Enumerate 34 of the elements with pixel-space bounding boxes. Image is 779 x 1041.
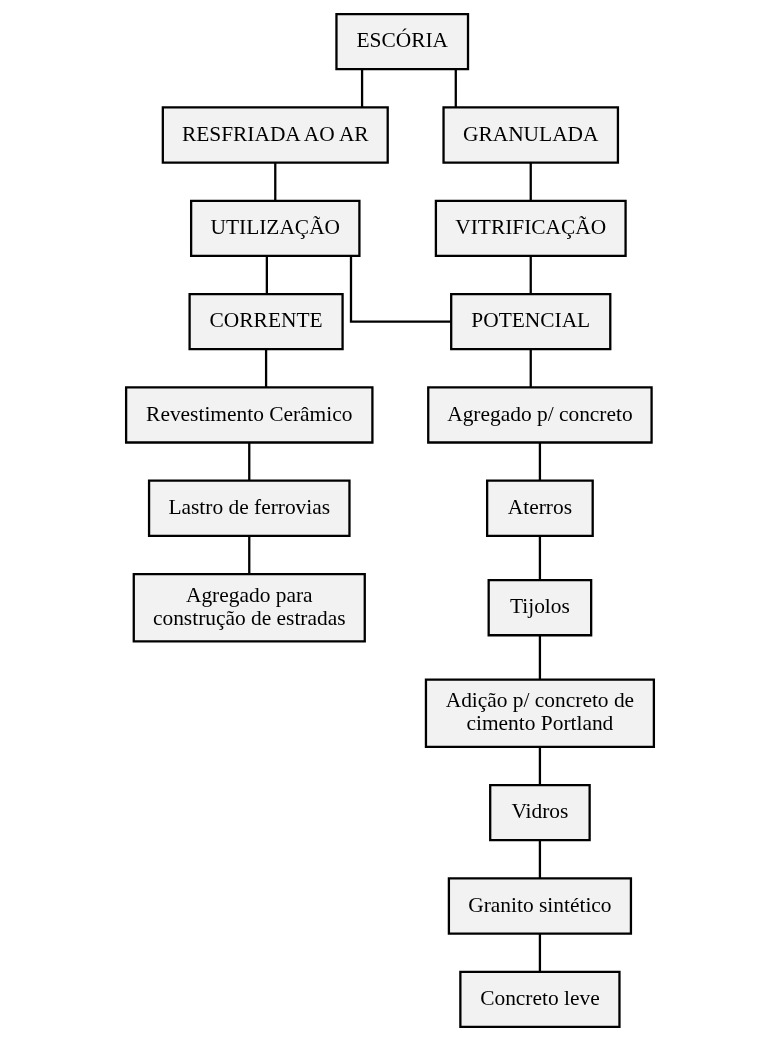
- connector: [454, 69, 457, 108]
- connector: [265, 256, 268, 294]
- connector: [538, 442, 541, 481]
- node-box: GRANULADA: [441, 106, 619, 164]
- connector: [349, 256, 451, 323]
- connector: [538, 934, 541, 972]
- node-box: RESFRIADA AO AR: [161, 106, 389, 164]
- connector: [264, 349, 267, 387]
- connector: [529, 256, 532, 294]
- connector: [529, 163, 532, 201]
- connector: [538, 535, 541, 581]
- node-box: Adição p/ concreto de cimento Portland: [424, 678, 655, 749]
- connector: [247, 442, 250, 481]
- node-box: CORRENTE: [187, 292, 344, 351]
- connector: [538, 746, 541, 785]
- node-box: VITRIFICAÇÃO: [434, 199, 627, 257]
- connector: [538, 840, 541, 878]
- connector: [360, 69, 363, 108]
- node-box: Granito sintético: [447, 877, 632, 935]
- node-box: Revestimento Cerâmico: [124, 386, 374, 444]
- node-box: Tijolos: [487, 579, 592, 637]
- node-box: Aterros: [485, 479, 594, 537]
- node-box: Lastro de ferrovias: [147, 479, 351, 537]
- node-box: Agregado para construção de estradas: [132, 572, 366, 643]
- connector: [273, 163, 276, 201]
- node-box: UTILIZAÇÃO: [189, 199, 361, 257]
- node-box: Concreto leve: [458, 970, 621, 1028]
- connector: [247, 535, 250, 574]
- connector: [538, 635, 541, 680]
- node-box: ESCÓRIA: [334, 13, 469, 71]
- connector: [529, 349, 532, 387]
- node-box: POTENCIAL: [449, 292, 611, 351]
- node-box: Vidros: [488, 784, 591, 842]
- node-box: Agregado p/ concreto: [426, 386, 653, 444]
